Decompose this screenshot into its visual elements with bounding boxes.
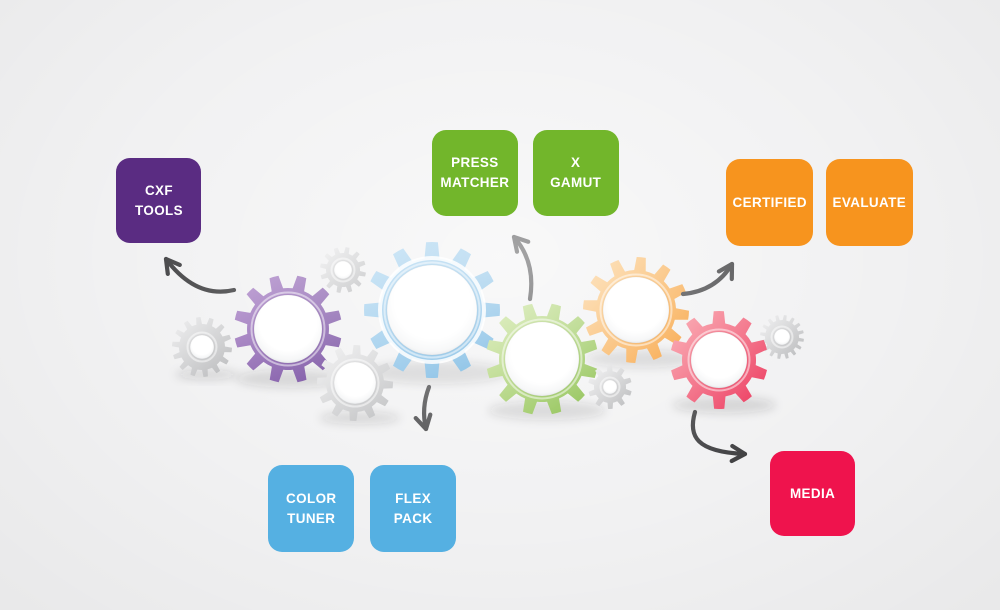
gear-green-shadow (488, 401, 606, 421)
arrow-to-media (690, 409, 748, 464)
gear-purple (234, 275, 342, 383)
box-press-matcher-label: PRESS MATCHER (440, 154, 510, 190)
box-evaluate-label: EVALUATE (832, 193, 907, 210)
gear-orange-shadow (585, 349, 697, 368)
box-cxf-tools-label: CXF TOOLS (134, 181, 183, 218)
box-flex-pack: FLEX PACK (370, 465, 456, 552)
box-certified: CERTIFIED (726, 159, 813, 246)
arrow-to-color-tuner (413, 384, 433, 432)
arrow-to-certified (680, 261, 735, 297)
box-certified-label: CERTIFIED (732, 193, 807, 210)
box-x-gamut-label: X GAMUT (550, 154, 602, 190)
arrow-to-press-matcher (511, 234, 534, 302)
gear-gray-left (172, 317, 232, 377)
gear-blue (364, 242, 500, 378)
gear-gray-top (320, 247, 366, 293)
box-media: MEDIA (770, 451, 855, 536)
box-press-matcher: PRESS MATCHER (432, 130, 518, 216)
gear-pink (671, 310, 767, 410)
box-x-gamut: X GAMUT (533, 130, 619, 216)
box-color-tuner-label: COLOR TUNER (285, 489, 337, 526)
gear-green (486, 303, 598, 415)
gear-gray-small (588, 365, 632, 409)
arrow-to-cxf-tools (163, 256, 237, 294)
gear-gray-mid-shadow (320, 411, 400, 425)
box-cxf-tools: CXF TOOLS (116, 158, 201, 243)
gear-gray-right (760, 315, 804, 359)
gear-orange (583, 257, 689, 363)
box-color-tuner: COLOR TUNER (268, 465, 354, 552)
box-flex-pack-label: FLEX PACK (393, 489, 433, 526)
gear-gray-mid (316, 344, 394, 422)
box-evaluate: EVALUATE (826, 159, 913, 246)
box-media-label: MEDIA (789, 484, 836, 501)
